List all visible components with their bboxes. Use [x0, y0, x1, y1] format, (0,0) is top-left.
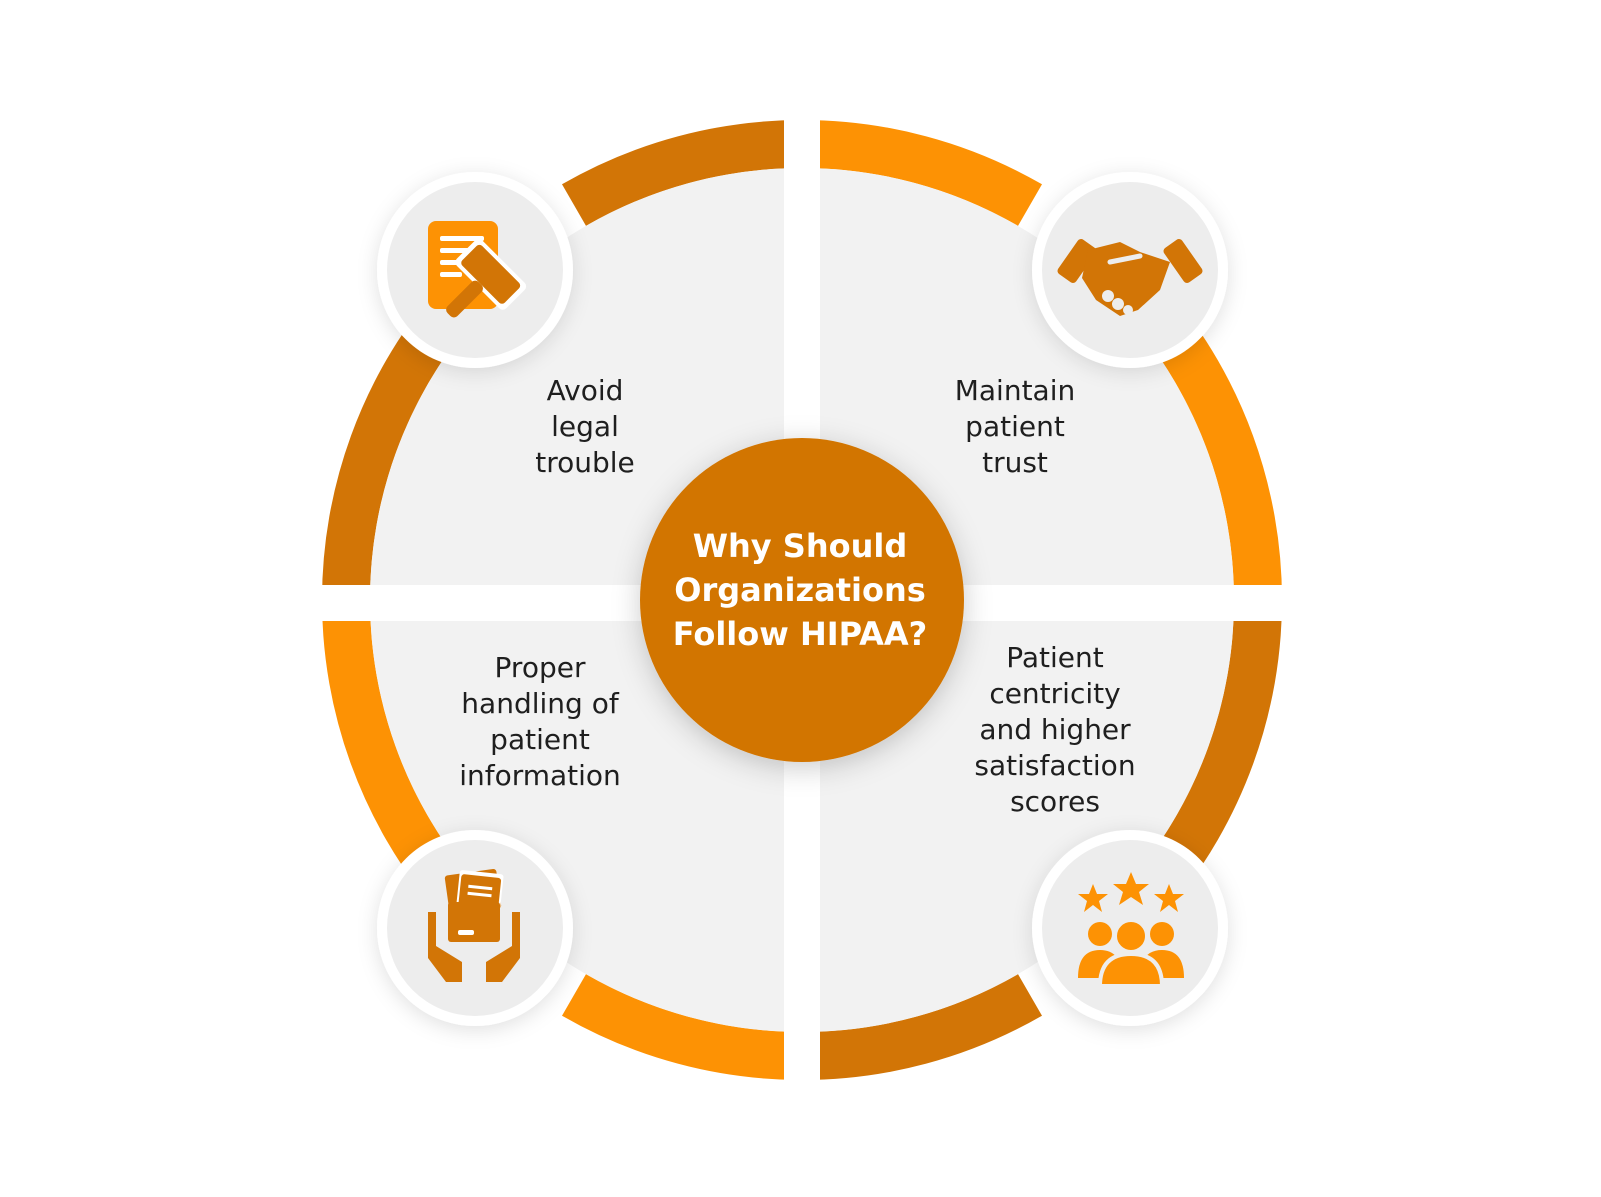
ring-segment: [562, 120, 802, 226]
label-line: trust: [982, 446, 1048, 479]
label-line: legal: [551, 410, 619, 443]
label-line: Avoid: [546, 374, 624, 407]
badge-bottom-left: [377, 830, 573, 1026]
badge-bottom-right: [1032, 830, 1228, 1026]
label-line: satisfaction: [974, 749, 1136, 782]
center-title-line: Follow HIPAA?: [672, 615, 928, 653]
ring-segment: [802, 120, 1042, 226]
ring-segment: [1132, 291, 1282, 600]
center-circle: [640, 438, 964, 762]
ring-segment: [322, 291, 472, 600]
hands-holding-folder-icon: [428, 868, 520, 982]
label-proper-handling: Proper handling of patient information: [440, 650, 640, 794]
label-line: scores: [1010, 785, 1100, 818]
outer-ring: [322, 120, 1282, 1080]
legal-gavel-document-icon: [428, 221, 527, 318]
ring-segment: [562, 974, 802, 1080]
badge-top-left: [377, 172, 573, 368]
label-avoid-legal-trouble: Avoid legal trouble: [505, 373, 665, 481]
label-line: trouble: [535, 446, 635, 479]
label-line: Proper: [494, 651, 586, 684]
label-line: Maintain: [954, 374, 1076, 407]
label-line: information: [459, 759, 621, 792]
ring-segment: [1132, 600, 1282, 909]
ring-segment: [802, 974, 1042, 1080]
center-title-line: Why Should: [692, 527, 908, 565]
badge-top-right: [1032, 172, 1228, 368]
label-line: patient: [965, 410, 1065, 443]
label-line: centricity: [989, 677, 1121, 710]
center-title-line: Organizations: [674, 571, 926, 609]
label-patient-centricity: Patient centricity and higher satisfacti…: [955, 640, 1155, 820]
label-line: handling of: [461, 687, 619, 720]
handshake-icon: [1057, 239, 1203, 316]
label-line: patient: [490, 723, 590, 756]
label-line: and higher: [979, 713, 1131, 746]
people-rating-stars-icon: [1078, 872, 1184, 988]
label-line: Patient: [1006, 641, 1104, 674]
center-title: Why Should Organizations Follow HIPAA?: [640, 524, 960, 656]
ring-segment: [322, 600, 472, 909]
label-maintain-patient-trust: Maintain patient trust: [925, 373, 1105, 481]
